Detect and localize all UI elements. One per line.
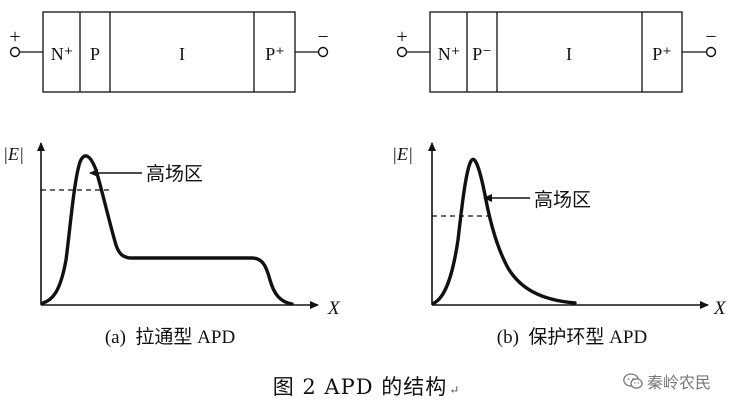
watermark: 秦岭农民 xyxy=(623,369,711,393)
paragraph-mark: ↵ xyxy=(449,383,461,397)
apd-structure-figure: N⁺ P I P⁺ + − |E| X 高场区 (a) 拉通型 APD N⁺ P… xyxy=(3,11,727,348)
panel-a-field-curve xyxy=(41,154,294,306)
panel-b-layer-p-minus: P⁻ xyxy=(472,44,492,64)
panel-a-right-terminal xyxy=(317,46,329,58)
panel-b-plot: |E| X 高场区 (b) 保护环型 APD xyxy=(392,142,727,348)
panel-b-y-axis-label: |E| xyxy=(392,144,413,164)
panel-b-right-terminal xyxy=(705,46,717,58)
watermark-text: 秦岭农民 xyxy=(646,373,711,392)
panel-b-plus-sign: + xyxy=(396,26,407,48)
panel-a-layer-n-plus: N⁺ xyxy=(51,44,74,64)
panel-b-sublabel: (b) 保护环型 APD xyxy=(497,326,647,348)
panel-a-plus-sign: + xyxy=(9,26,20,48)
panel-b-left-terminal xyxy=(396,46,408,58)
panel-a-structure: N⁺ P I P⁺ + − xyxy=(9,11,329,93)
panel-b-minus-sign: − xyxy=(705,26,716,48)
panel-b-high-field-label: 高场区 xyxy=(534,189,591,211)
panel-a-minus-sign: − xyxy=(317,26,328,48)
figure-caption-text: 图 2 APD 的结构 xyxy=(272,375,448,399)
panel-b-field-curve xyxy=(432,157,577,305)
wechat-icon xyxy=(623,372,643,390)
panel-a-x-axis-label: X xyxy=(327,298,341,319)
panel-a-y-axis-label: |E| xyxy=(3,144,24,164)
panel-a-layer-p-plus: P⁺ xyxy=(265,44,285,64)
panel-a-sublabel: (a) 拉通型 APD xyxy=(105,326,235,348)
panel-a-left-terminal xyxy=(9,46,21,58)
panel-b-layer-n-plus: N⁺ xyxy=(438,44,461,64)
panel-b-layer-i: I xyxy=(566,44,572,64)
panel-a-plot: |E| X 高场区 (a) 拉通型 APD xyxy=(3,142,341,348)
panel-a-high-field-label: 高场区 xyxy=(146,163,203,185)
panel-b-layer-p-plus: P⁺ xyxy=(652,44,672,64)
panel-a-layer-i: I xyxy=(179,44,185,64)
panel-a-layer-p: P xyxy=(90,44,100,64)
panel-b-x-axis-label: X xyxy=(713,298,727,319)
panel-b-structure: N⁺ P⁻ I P⁺ + − xyxy=(396,11,717,93)
figure-caption: 图 2 APD 的结构↵ xyxy=(0,371,733,401)
